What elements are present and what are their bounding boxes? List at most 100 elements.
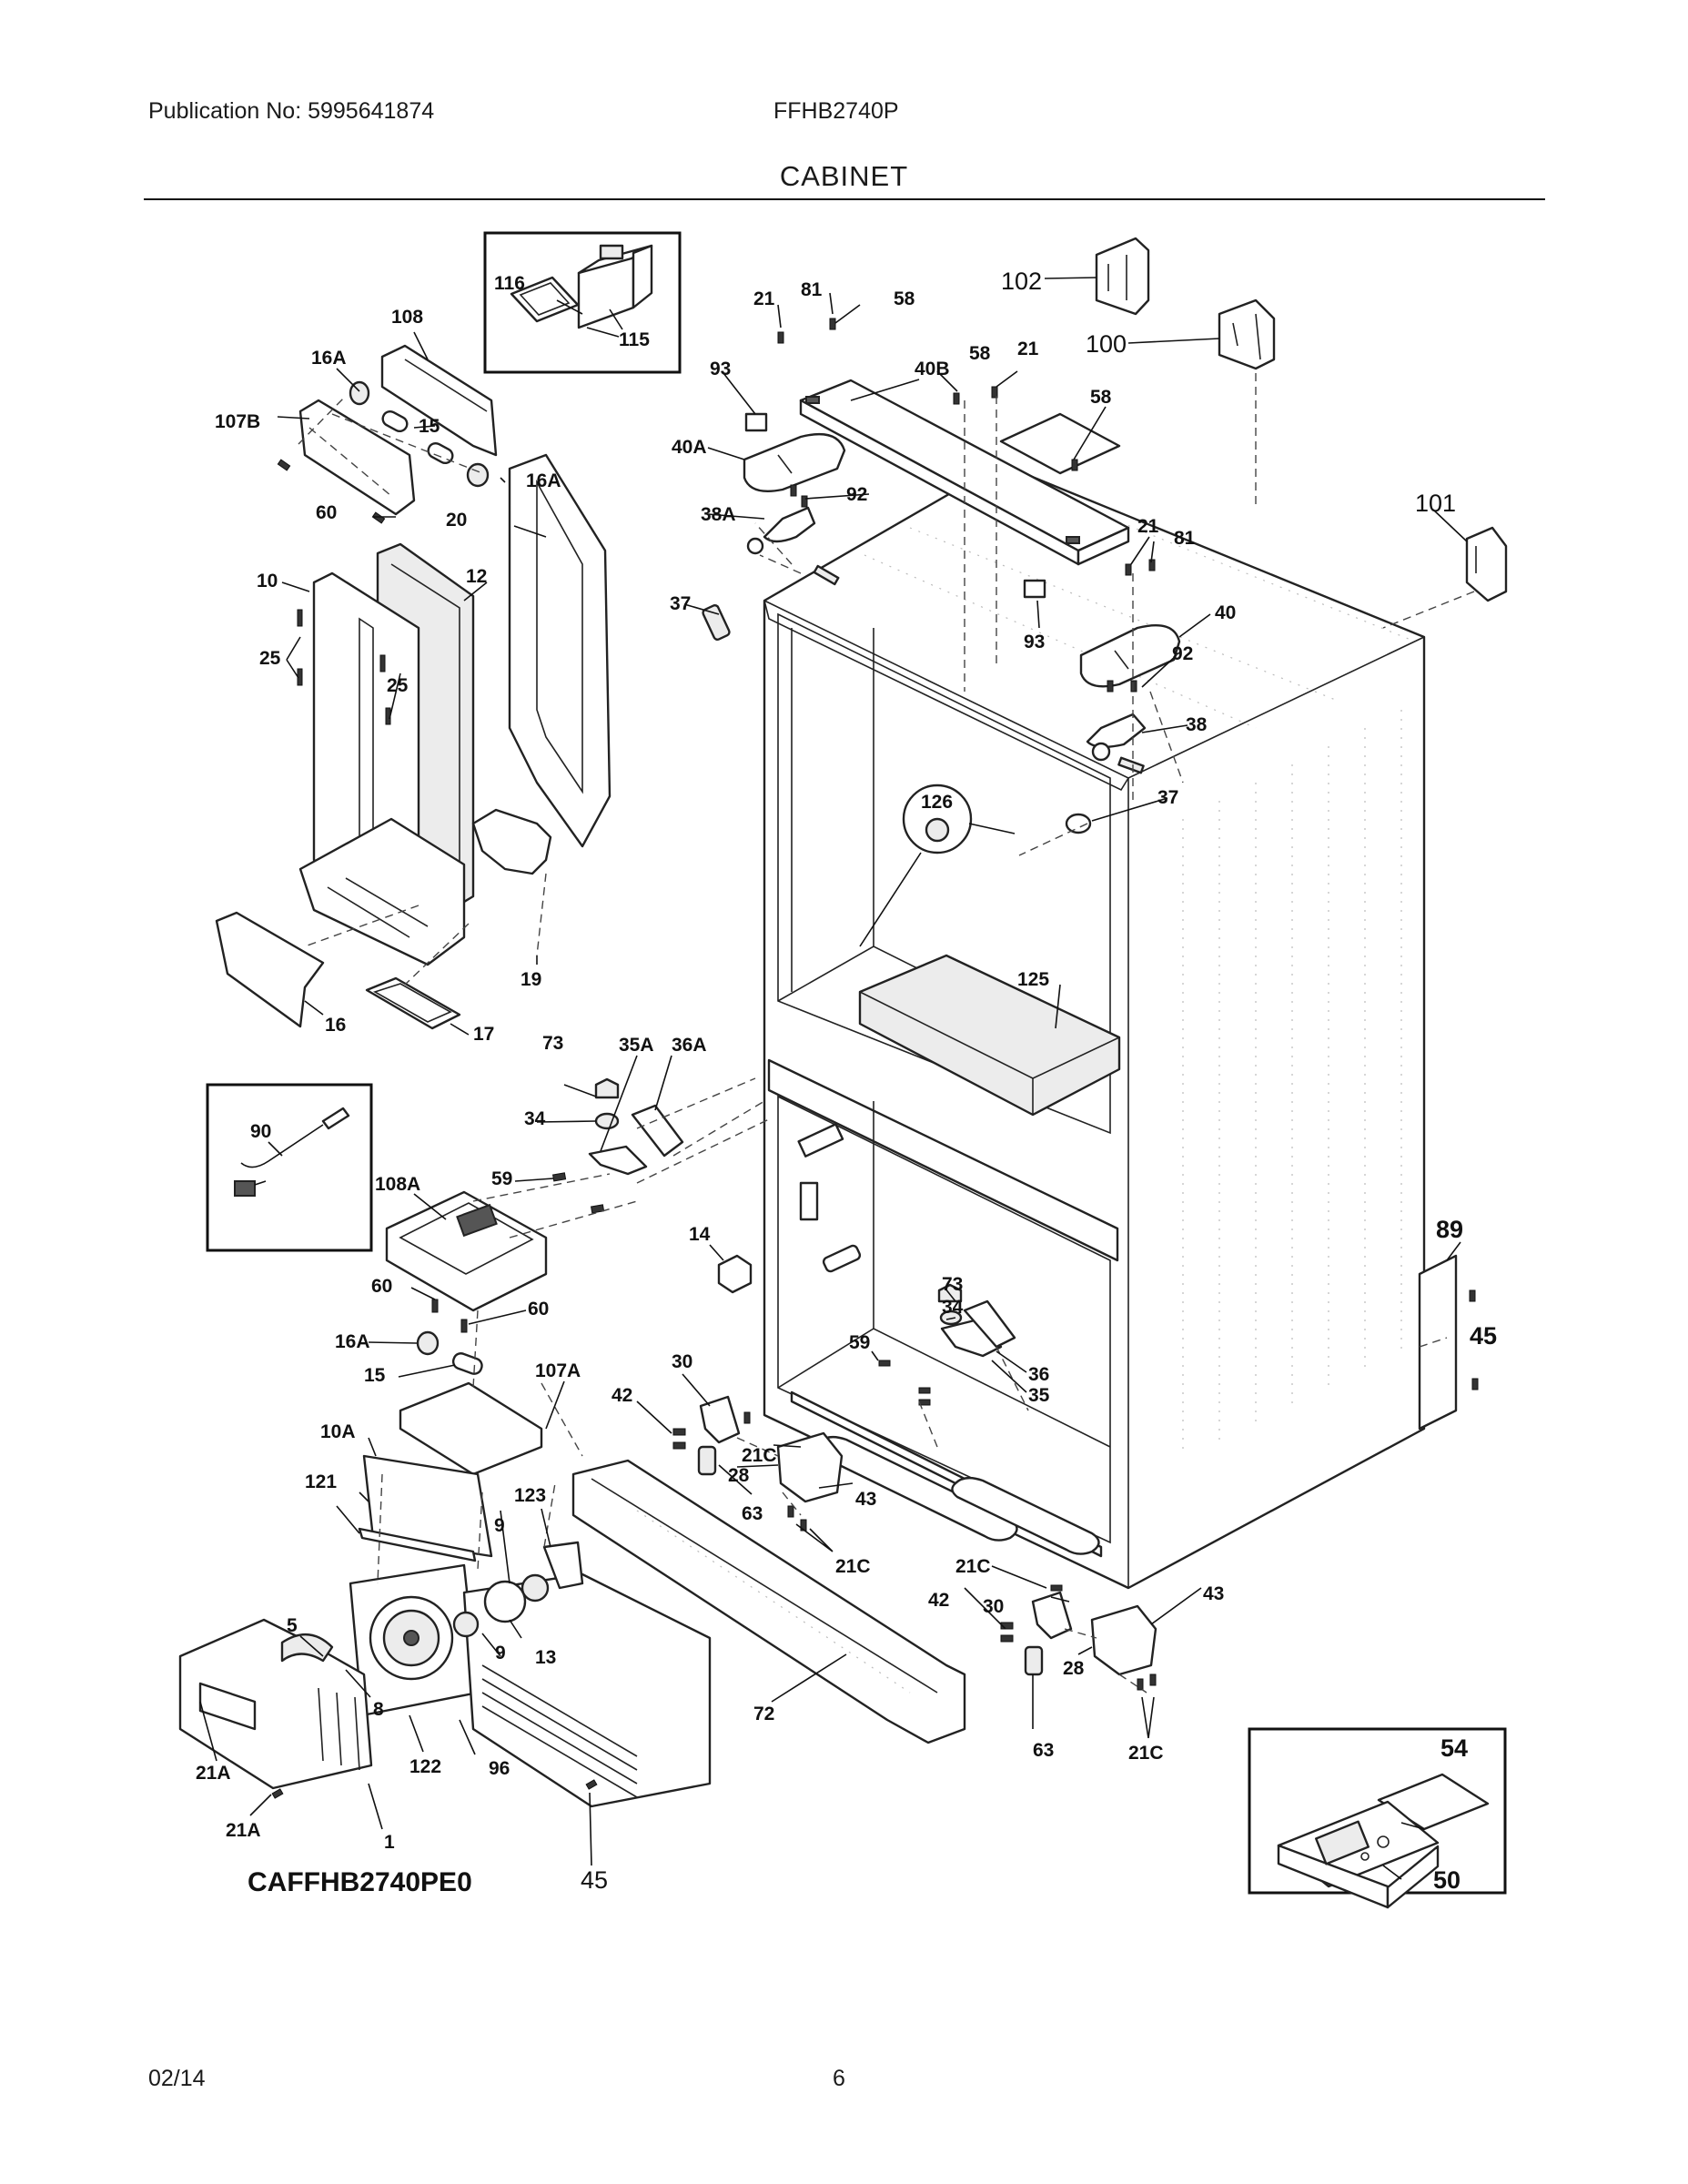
inset-box-top <box>483 231 682 374</box>
callout-73-2: 73 <box>942 1274 963 1295</box>
publication-number: Publication No: 5995641874 <box>148 98 435 124</box>
callout-93: 93 <box>710 359 731 379</box>
cabinet-body <box>763 462 1426 1590</box>
callout-21-2: 21 <box>1017 339 1039 359</box>
callout-9: 9 <box>494 1515 505 1536</box>
callout-16A: 16A <box>311 348 347 369</box>
callout-122: 122 <box>409 1756 441 1777</box>
callout-116: 116 <box>494 273 525 294</box>
callout-21C-4: 21C <box>1128 1743 1164 1764</box>
callout-labels: 116 115 108 16A 107B 15 16A 60 20 10 12 … <box>196 268 1497 1897</box>
brackets-right <box>1095 237 1508 602</box>
callout-14: 14 <box>689 1224 711 1245</box>
callout-40B: 40B <box>915 359 950 379</box>
callout-37-2: 37 <box>1157 787 1178 808</box>
callout-123: 123 <box>514 1485 546 1506</box>
model-number: FFHB2740P <box>773 98 899 124</box>
callout-63-2: 63 <box>1033 1740 1054 1761</box>
callout-92: 92 <box>846 484 867 505</box>
page-number: 6 <box>833 2066 845 2091</box>
callout-28-2: 28 <box>1063 1658 1085 1679</box>
diagram-code: CAFFHB2740PE0 <box>248 1867 472 1897</box>
callout-42-2: 42 <box>928 1590 949 1611</box>
callout-25-2: 25 <box>387 675 409 696</box>
callout-35: 35 <box>1028 1385 1050 1406</box>
callout-59: 59 <box>491 1168 512 1189</box>
callout-73: 73 <box>542 1033 563 1054</box>
callout-34: 34 <box>524 1108 546 1129</box>
callout-72: 72 <box>753 1704 774 1724</box>
callout-45: 45 <box>1470 1322 1497 1350</box>
callout-60-3: 60 <box>528 1299 549 1320</box>
callout-126: 126 <box>921 792 953 813</box>
callout-60-2: 60 <box>371 1276 392 1297</box>
top-rail-40B <box>799 379 1130 566</box>
callout-21-3: 21 <box>1137 516 1159 537</box>
callout-16A-2: 16A <box>526 470 561 491</box>
callout-43-2: 43 <box>1203 1583 1224 1604</box>
callout-16A-3: 16A <box>335 1331 370 1352</box>
callout-90: 90 <box>250 1121 271 1142</box>
callout-40: 40 <box>1215 602 1236 623</box>
callout-58: 58 <box>894 288 915 309</box>
callout-107B: 107B <box>215 411 260 432</box>
callout-15: 15 <box>419 416 440 437</box>
callout-100: 100 <box>1086 330 1127 358</box>
callout-38: 38 <box>1186 714 1208 735</box>
callout-92-2: 92 <box>1172 643 1193 664</box>
callout-93-2: 93 <box>1024 632 1045 652</box>
callout-1: 1 <box>384 1832 395 1853</box>
callout-36: 36 <box>1028 1364 1049 1385</box>
callout-17: 17 <box>473 1024 494 1045</box>
callout-5: 5 <box>287 1615 298 1636</box>
callout-38A: 38A <box>701 504 736 525</box>
callout-63: 63 <box>742 1503 763 1524</box>
callout-101: 101 <box>1415 490 1456 517</box>
callout-36A: 36A <box>672 1035 707 1056</box>
callout-81-2: 81 <box>1174 528 1196 549</box>
callout-108A: 108A <box>375 1174 420 1195</box>
callout-28: 28 <box>728 1465 750 1486</box>
callout-37: 37 <box>670 593 691 614</box>
callout-21C-3: 21C <box>955 1556 991 1577</box>
callout-89: 89 <box>1436 1216 1463 1243</box>
callout-60: 60 <box>316 502 337 523</box>
callout-121: 121 <box>305 1471 337 1492</box>
callout-34-2: 34 <box>942 1297 964 1318</box>
callout-96: 96 <box>489 1758 510 1779</box>
callout-43: 43 <box>855 1489 876 1510</box>
callout-12: 12 <box>466 566 487 587</box>
callout-10A: 10A <box>320 1421 356 1442</box>
callout-21A-2: 21A <box>226 1820 261 1841</box>
callout-21: 21 <box>753 288 775 309</box>
callout-30: 30 <box>672 1351 692 1372</box>
callout-45-2: 45 <box>581 1866 608 1894</box>
callout-81: 81 <box>801 279 823 300</box>
thermistor-126 <box>859 784 1016 947</box>
callout-102: 102 <box>1001 268 1042 295</box>
callout-125: 125 <box>1017 969 1049 990</box>
callout-42: 42 <box>612 1385 632 1406</box>
callout-21C: 21C <box>742 1445 777 1466</box>
callout-59-2: 59 <box>849 1332 870 1353</box>
callout-8: 8 <box>373 1699 384 1720</box>
inset-box-bottom-right <box>1248 1727 1507 1909</box>
callout-21C-2: 21C <box>835 1556 871 1577</box>
leader-lines <box>199 277 1468 1880</box>
callout-58-2: 58 <box>969 343 991 364</box>
callout-30-2: 30 <box>983 1596 1004 1617</box>
callout-15-2: 15 <box>364 1365 386 1386</box>
callout-13: 13 <box>535 1647 556 1668</box>
callout-54: 54 <box>1440 1734 1468 1762</box>
callout-10: 10 <box>257 571 278 592</box>
callout-107A: 107A <box>535 1360 581 1381</box>
callout-108: 108 <box>391 307 423 328</box>
callout-21A: 21A <box>196 1763 231 1784</box>
header-rule <box>144 198 1545 200</box>
callout-19: 19 <box>521 969 541 990</box>
callout-16: 16 <box>325 1015 346 1036</box>
callout-115: 115 <box>619 329 650 350</box>
assembly-lines <box>298 373 1475 1694</box>
callout-58-3: 58 <box>1090 387 1112 408</box>
